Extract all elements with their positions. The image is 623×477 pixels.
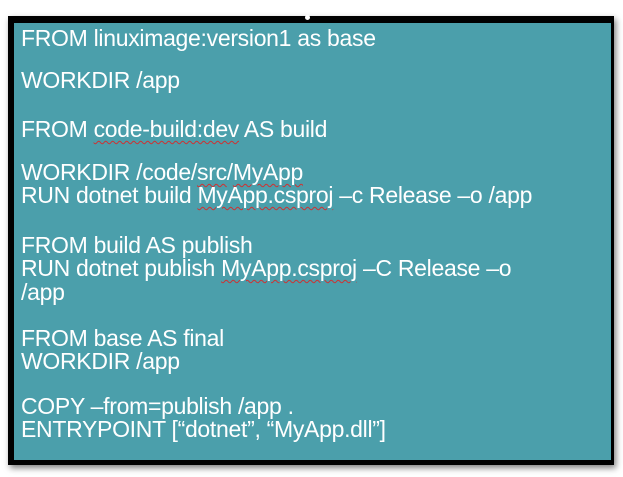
misspelled-word: MyApp.csproj: [197, 182, 334, 208]
code-line: FROM base AS final: [21, 325, 224, 351]
code-line: FROM linuximage:version1 as base: [21, 25, 376, 51]
code-text: RUN dotnet build: [21, 182, 198, 208]
code-line: RUN dotnet build MyApp.csproj –c Release…: [21, 182, 532, 208]
misspelled-word: MyApp: [232, 159, 303, 185]
code-line: WORKDIR /code/src/MyApp: [21, 159, 303, 185]
code-text: ENTRYPOINT [“dotnet”, “MyApp.dll”]: [21, 416, 386, 442]
code-text: WORKDIR /code/: [21, 159, 198, 185]
code-line: RUN dotnet publish MyApp.csproj –C Relea…: [21, 255, 512, 281]
code-line: /app: [21, 279, 65, 305]
code-text: FROM base AS final: [21, 325, 224, 351]
code-line: COPY –from=publish /app .: [21, 393, 294, 419]
code-text: RUN dotnet publish: [21, 255, 222, 281]
code-text: FROM linuximage:version1 as base: [21, 25, 376, 51]
code-line: WORKDIR /app: [21, 348, 180, 374]
code-text: –C Release –o: [356, 255, 512, 281]
code-text: /: [226, 159, 233, 185]
selection-handle[interactable]: [305, 15, 310, 20]
misspelled-word: MyApp.csproj: [221, 255, 357, 281]
code-line: FROM build AS publish: [21, 232, 253, 258]
code-line: ENTRYPOINT [“dotnet”, “MyApp.dll”]: [21, 416, 386, 442]
code-text: WORKDIR /app: [21, 67, 180, 93]
misspelled-word: code-build:dev: [93, 116, 240, 142]
code-text: COPY –from=publish /app .: [21, 393, 294, 419]
code-line: FROM code-build:dev AS build: [21, 116, 327, 142]
misspelled-word: src: [197, 159, 227, 185]
code-text: WORKDIR /app: [21, 348, 180, 374]
code-text: AS build: [239, 116, 328, 142]
code-text: FROM build AS publish: [21, 232, 253, 258]
code-line: WORKDIR /app: [21, 67, 180, 93]
code-text: FROM: [21, 116, 94, 142]
code-text: /app: [21, 279, 65, 305]
code-text: –c Release –o /app: [333, 182, 533, 208]
